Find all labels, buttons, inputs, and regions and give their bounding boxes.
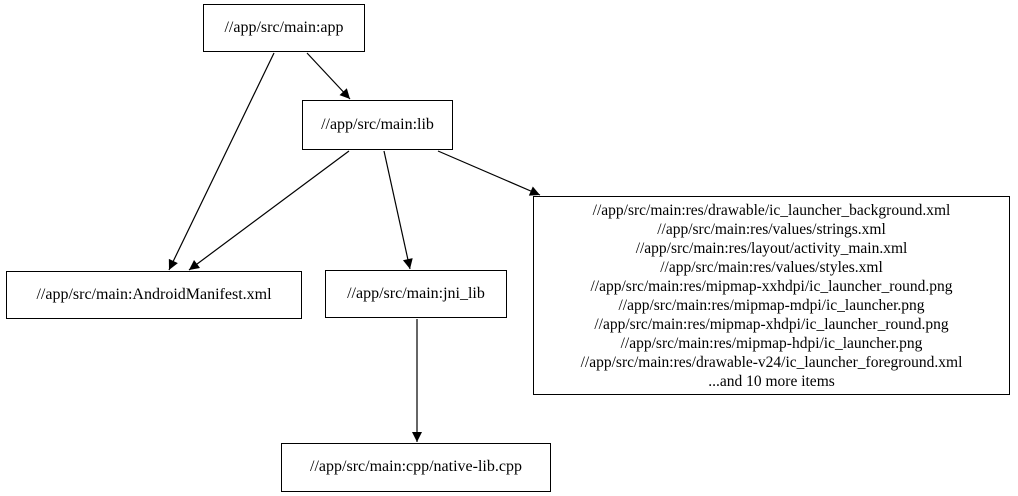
resource-item: //app/src/main:res/mipmap-hdpi/ic_launch… xyxy=(620,334,923,352)
edge-lib-to-androidmanifest xyxy=(188,150,350,271)
edge-app-to-lib xyxy=(306,52,351,100)
node-label-app: //app/src/main:app xyxy=(224,18,344,36)
resource-item: //app/src/main:res/drawable-v24/ic_launc… xyxy=(580,353,963,371)
graph-node-app: //app/src/main:app xyxy=(203,4,365,52)
graph-node-resources: //app/src/main:res/drawable/ic_launcher_… xyxy=(533,196,1010,395)
resource-more-items: ...and 10 more items xyxy=(708,372,835,390)
node-label-jnilib: //app/src/main:jni_lib xyxy=(347,284,485,302)
node-label-lib: //app/src/main:lib xyxy=(321,115,434,133)
graph-node-nativelib: //app/src/main:cpp/native-lib.cpp xyxy=(281,443,551,492)
resource-item: //app/src/main:res/mipmap-xhdpi/ic_launc… xyxy=(594,315,949,333)
edge-app-to-androidmanifest xyxy=(168,52,275,271)
edge-lib-to-resources xyxy=(437,150,541,196)
node-label-androidmanifest: //app/src/main:AndroidManifest.xml xyxy=(36,285,272,303)
resource-item: //app/src/main:res/values/strings.xml xyxy=(657,220,886,238)
resource-item: //app/src/main:res/mipmap-mdpi/ic_launch… xyxy=(618,296,925,314)
resource-item: //app/src/main:res/mipmap-xxhdpi/ic_laun… xyxy=(590,277,953,295)
resource-item: //app/src/main:res/drawable/ic_launcher_… xyxy=(592,201,951,219)
graph-node-androidmanifest: //app/src/main:AndroidManifest.xml xyxy=(6,271,302,319)
graph-node-lib: //app/src/main:lib xyxy=(302,100,453,150)
graph-node-jnilib: //app/src/main:jni_lib xyxy=(325,270,507,318)
resource-item: //app/src/main:res/layout/activity_main.… xyxy=(635,239,908,257)
edge-lib-to-jnilib xyxy=(383,150,413,270)
node-label-nativelib: //app/src/main:cpp/native-lib.cpp xyxy=(310,458,522,476)
resource-item: //app/src/main:res/values/styles.xml xyxy=(660,258,883,276)
